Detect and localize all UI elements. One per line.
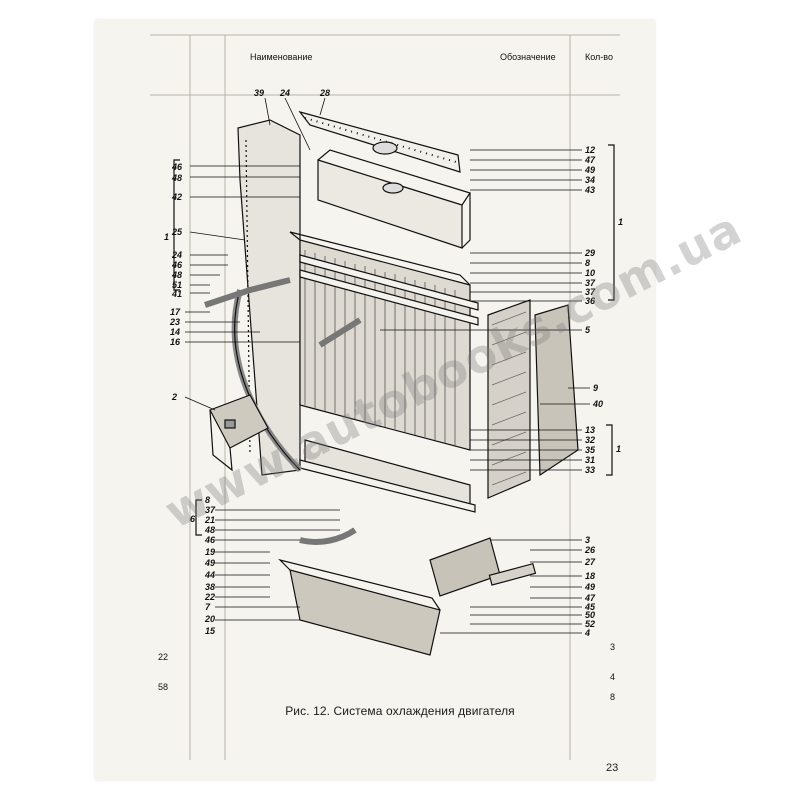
callout: 42 bbox=[171, 192, 182, 202]
callout: 8 bbox=[585, 258, 590, 268]
callouts-top: 39 24 28 bbox=[254, 88, 330, 98]
callout: 51 bbox=[172, 280, 182, 290]
callout: 5 bbox=[585, 325, 591, 335]
callout: 33 bbox=[585, 465, 595, 475]
callout: 35 bbox=[585, 445, 596, 455]
group-labels: 1 6 1 1 bbox=[164, 217, 623, 524]
callout: 10 bbox=[585, 268, 595, 278]
callout: 32 bbox=[585, 435, 595, 445]
group-label: 1 bbox=[164, 232, 169, 242]
callout: 24 bbox=[279, 88, 290, 98]
callout: 45 bbox=[584, 602, 596, 612]
callout: 37 bbox=[585, 278, 596, 288]
callout: 47 bbox=[584, 593, 596, 603]
callout: 14 bbox=[170, 327, 180, 337]
callout: 49 bbox=[584, 582, 595, 592]
callout: 48 bbox=[171, 173, 182, 183]
group-label: 1 bbox=[616, 444, 621, 454]
callout: 19 bbox=[205, 547, 215, 557]
callout: 37 bbox=[585, 287, 596, 297]
upper-tank bbox=[317, 141, 471, 249]
callout: 29 bbox=[584, 248, 595, 258]
callout: 47 bbox=[584, 155, 596, 165]
callout: 44 bbox=[204, 570, 215, 580]
callout: 8 bbox=[205, 495, 210, 505]
callout: 48 bbox=[204, 525, 215, 535]
callout: 48 bbox=[171, 270, 182, 280]
leader-lines bbox=[184, 97, 590, 634]
core-gaskets bbox=[299, 254, 479, 326]
callout: 46 bbox=[171, 260, 183, 270]
coolant-pipes bbox=[204, 277, 362, 545]
callout: 20 bbox=[204, 614, 215, 624]
fan-shroud-arc bbox=[231, 289, 303, 473]
callout: 22 bbox=[204, 592, 215, 602]
callout: 24 bbox=[171, 250, 182, 260]
callout: 49 bbox=[204, 558, 215, 568]
callout: 9 bbox=[593, 383, 598, 393]
callouts-left: 46 48 42 25 24 46 48 51 41 17 23 14 16 2… bbox=[169, 162, 216, 636]
callout: 36 bbox=[585, 296, 596, 306]
callout: 3 bbox=[585, 535, 590, 545]
callout: 41 bbox=[171, 289, 182, 299]
callout: 7 bbox=[205, 602, 211, 612]
lower-tank bbox=[299, 439, 476, 513]
callout: 23 bbox=[169, 317, 180, 327]
callout: 46 bbox=[204, 535, 216, 545]
callout: 2 bbox=[171, 392, 177, 402]
bottom-support bbox=[278, 558, 441, 656]
callout: 34 bbox=[585, 175, 595, 185]
callout: 43 bbox=[584, 185, 595, 195]
callout: 40 bbox=[592, 399, 603, 409]
callout: 17 bbox=[170, 307, 181, 317]
callout: 12 bbox=[585, 145, 595, 155]
callout: 28 bbox=[319, 88, 330, 98]
callout: 39 bbox=[254, 88, 264, 98]
callout: 13 bbox=[585, 425, 595, 435]
callout: 38 bbox=[205, 582, 215, 592]
callout: 49 bbox=[584, 165, 595, 175]
page-number: 23 bbox=[606, 762, 619, 774]
callout: 52 bbox=[585, 619, 595, 629]
right-grille-panel bbox=[487, 299, 579, 499]
group-label: 1 bbox=[618, 217, 623, 227]
callout: 27 bbox=[584, 557, 596, 567]
callout: 15 bbox=[205, 626, 216, 636]
callout: 31 bbox=[585, 455, 595, 465]
callout: 16 bbox=[170, 337, 181, 347]
callout: 21 bbox=[204, 515, 215, 525]
callout: 37 bbox=[205, 505, 216, 515]
figure-caption: Рис. 12. Система охлаждения двигателя bbox=[285, 704, 515, 718]
group-label: 6 bbox=[190, 514, 196, 524]
callout: 18 bbox=[585, 571, 595, 581]
callouts-right: 12 47 49 34 43 29 8 10 37 37 36 5 9 40 1… bbox=[584, 145, 603, 638]
mounting-bracket bbox=[209, 394, 269, 472]
lower-right-bracket bbox=[429, 537, 537, 597]
callout: 4 bbox=[584, 628, 590, 638]
group-braces bbox=[173, 144, 615, 536]
callout: 46 bbox=[171, 162, 183, 172]
callout: 25 bbox=[171, 227, 183, 237]
callout: 26 bbox=[584, 545, 596, 555]
callout: 50 bbox=[585, 610, 595, 620]
